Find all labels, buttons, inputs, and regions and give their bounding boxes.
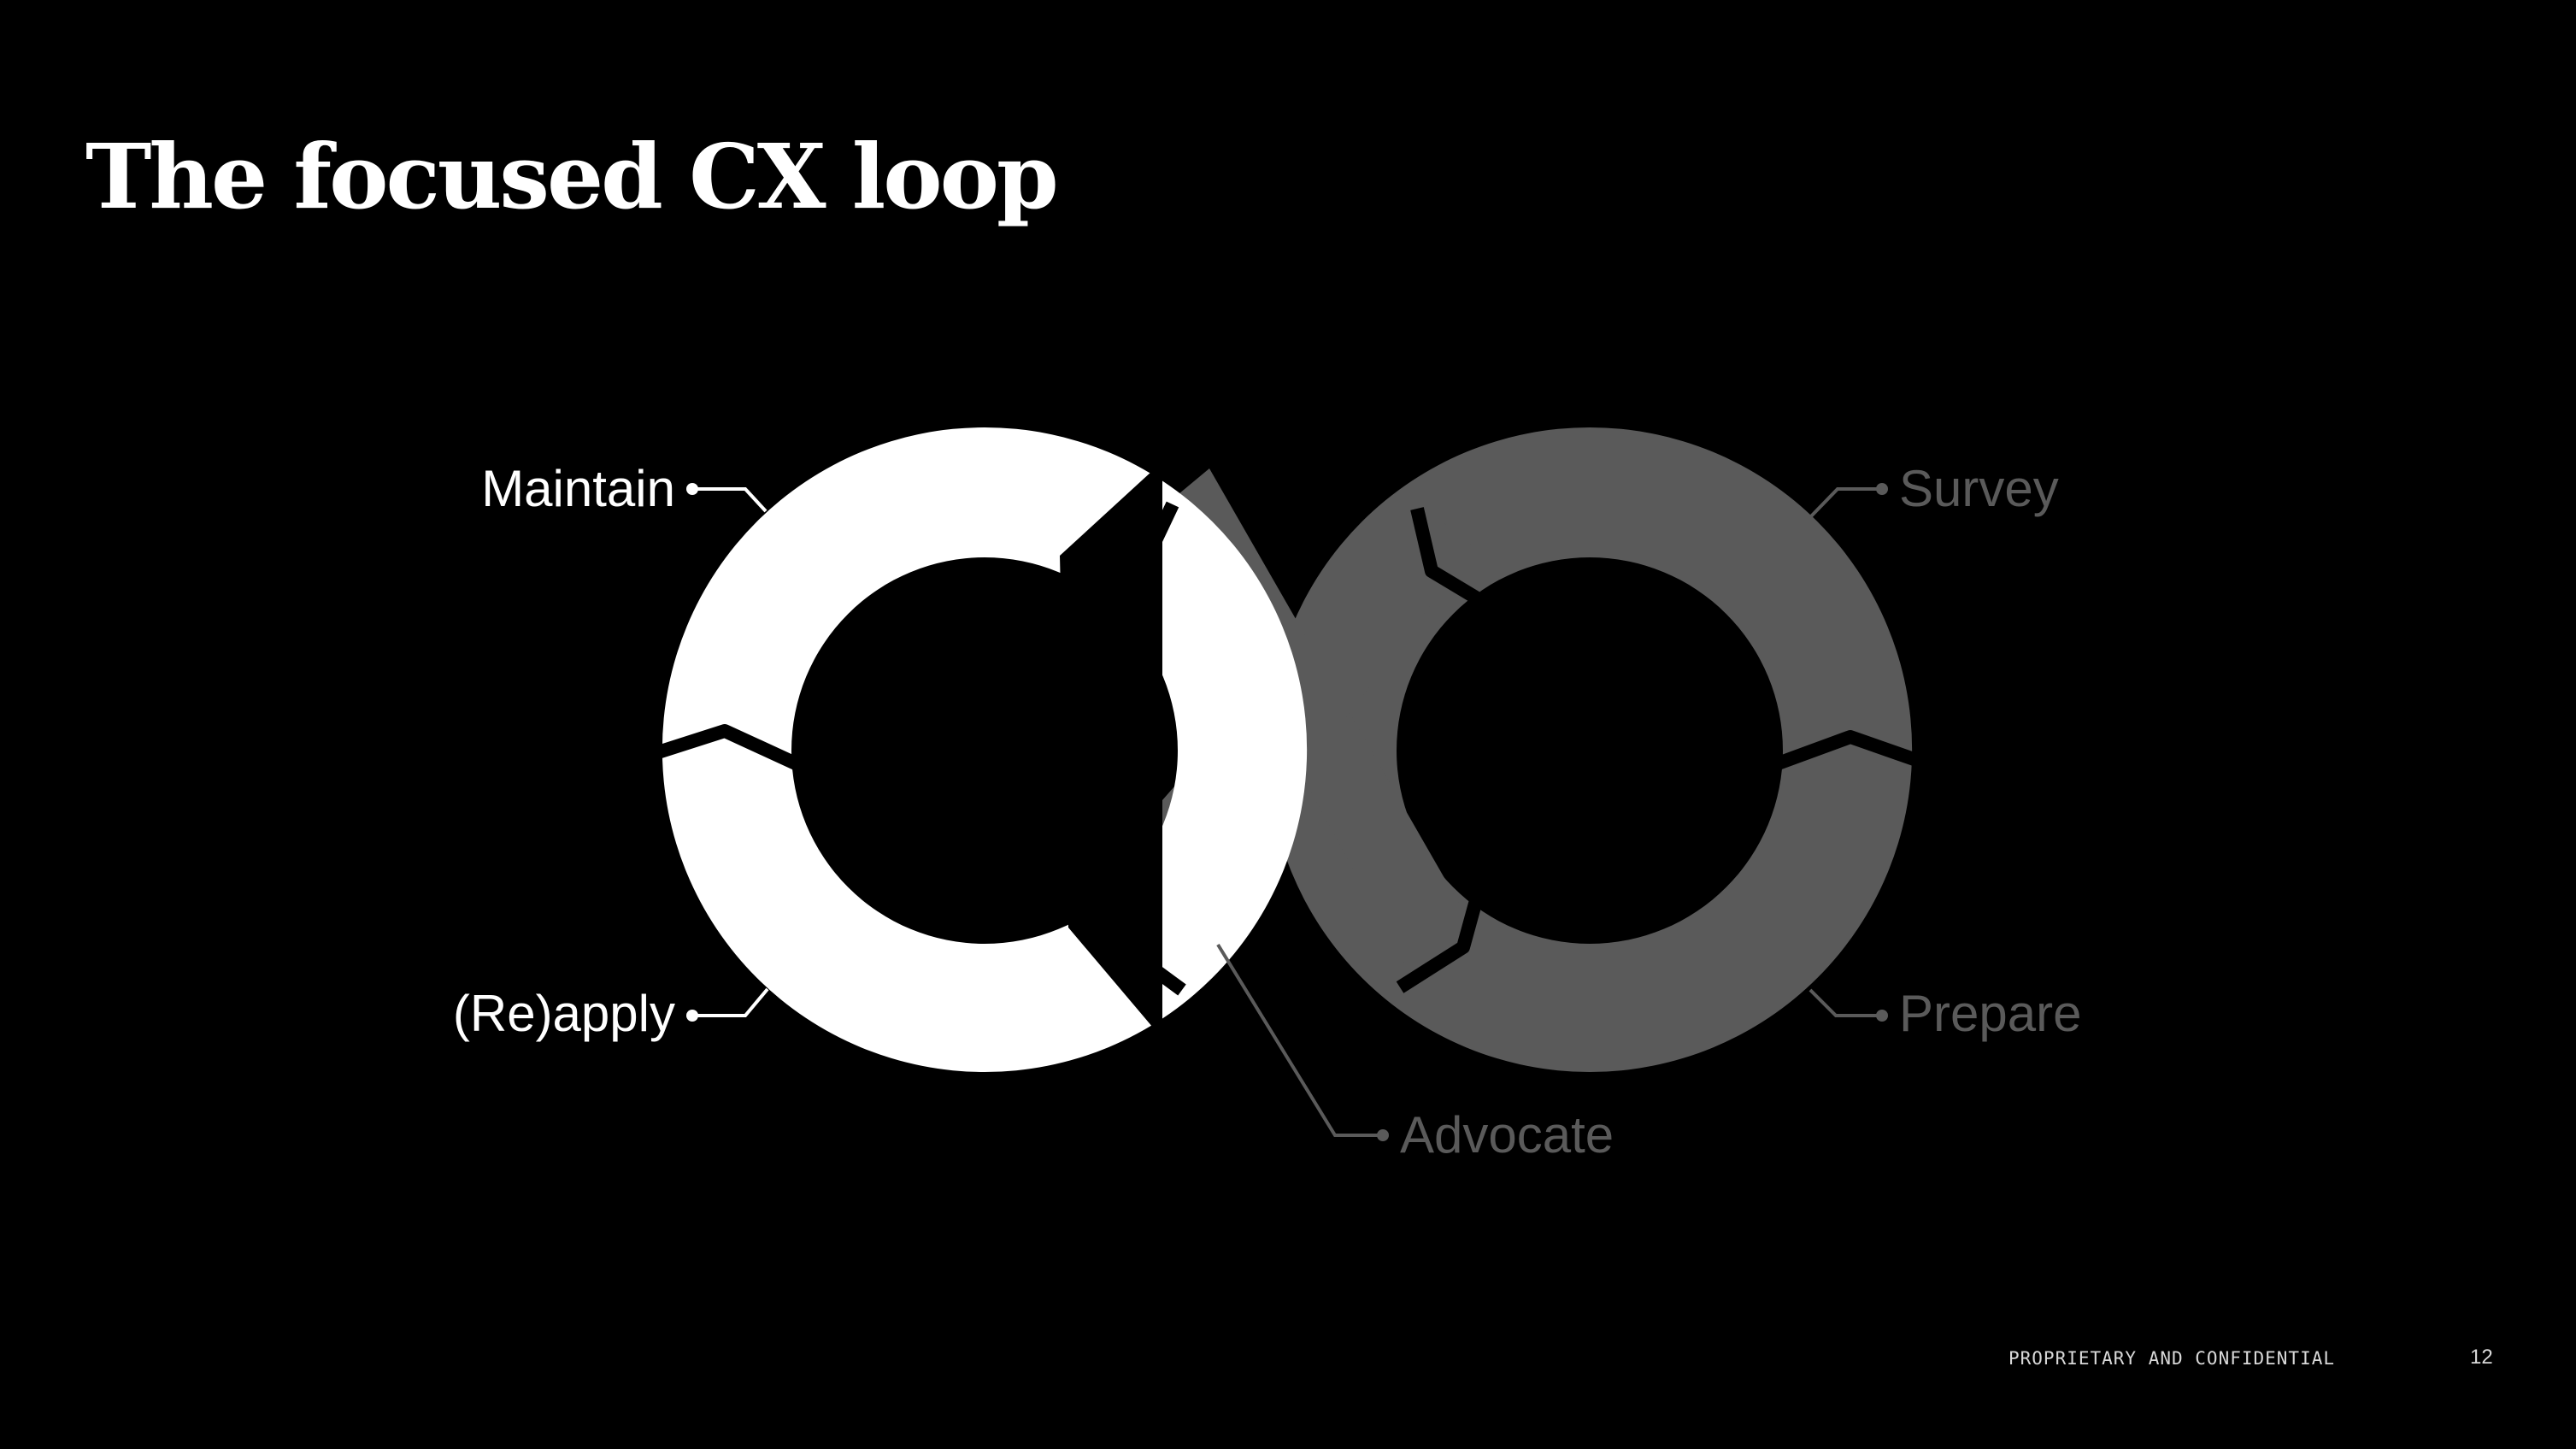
leader-advocate	[1216, 943, 1389, 1141]
stage-label-reapply: (Re)apply	[453, 985, 675, 1042]
separator-right-middle	[1771, 730, 1921, 772]
confidentiality-notice: PROPRIETARY AND CONFIDENTIAL	[2008, 1348, 2336, 1369]
stage-label-maintain: Maintain	[481, 460, 675, 517]
leader-prepare	[1808, 988, 1888, 1022]
stage-label-survey: Survey	[1899, 460, 2059, 517]
segment-separators	[656, 501, 1921, 996]
leader-survey	[1808, 483, 1888, 519]
separator-bottom-right	[1396, 882, 1487, 993]
separator-bottom-left	[1096, 878, 1186, 996]
separator-top-right	[1410, 507, 1496, 613]
page-number: 12	[2470, 1346, 2493, 1369]
separator-top-left	[1079, 501, 1179, 611]
stage-label-prepare: Prepare	[1899, 985, 2081, 1042]
separator-left-middle	[656, 724, 803, 772]
stage-label-advocate: Advocate	[1400, 1106, 1614, 1163]
slide-title: The focused CX loop	[85, 124, 1059, 229]
leader-reapply	[686, 987, 769, 1022]
leader-maintain	[686, 483, 768, 513]
